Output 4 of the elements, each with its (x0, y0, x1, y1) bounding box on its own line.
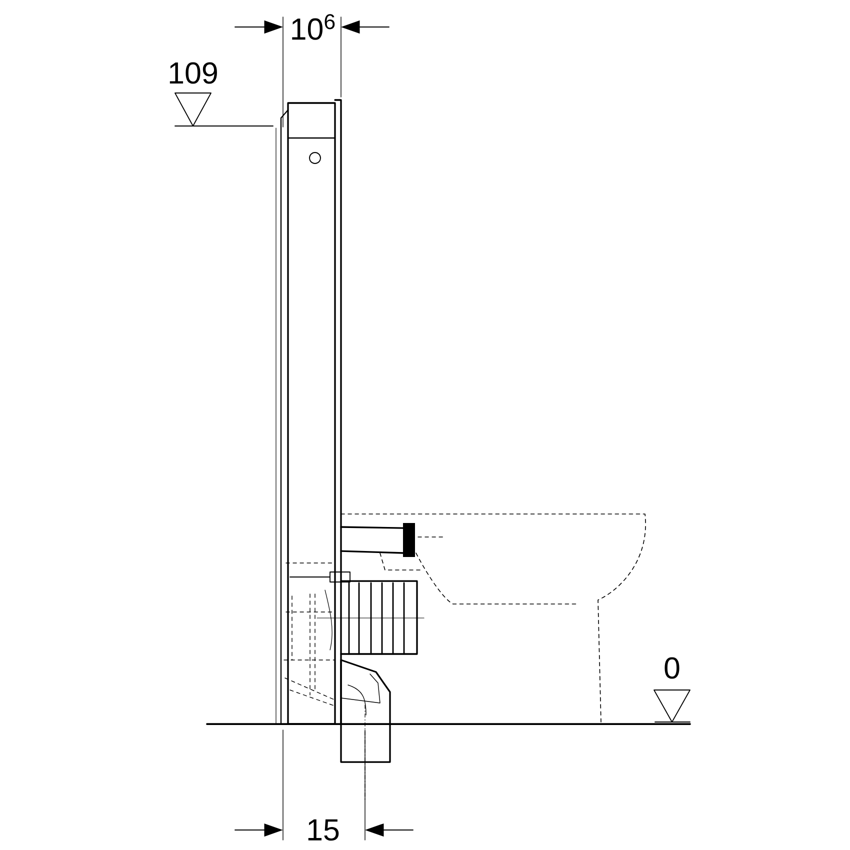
dimension-text: 10$^{6}$ (292, 14, 335, 40)
dimension-text: 109 (170, 62, 217, 84)
dimension-text: 15 (308, 819, 339, 841)
dimension-text: 0 (664, 657, 680, 679)
